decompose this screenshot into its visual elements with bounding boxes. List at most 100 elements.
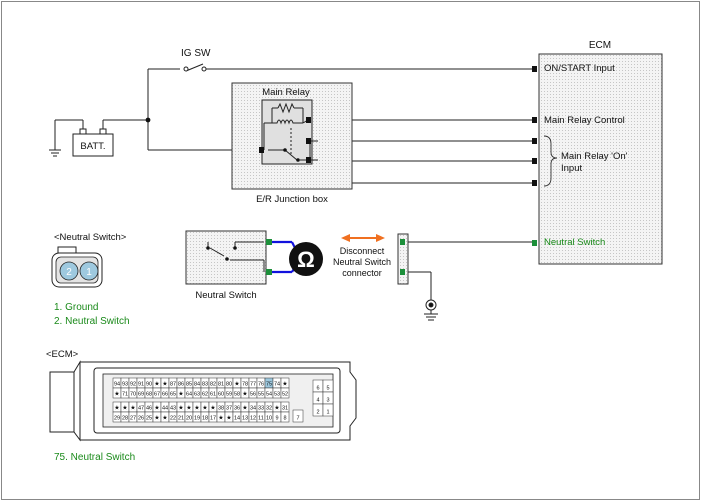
ecm-pin-label: 37 [226,406,232,412]
ecm-pin-label: 22 [170,416,176,422]
ohmmeter-icon: Ω [289,242,323,276]
ecm-pin-label: 69 [138,392,144,398]
ecm-pin-label: ★ [210,405,215,412]
ecm-connector-legend: 75. Neutral Switch [54,452,135,463]
ecm-pin-label: 31 [282,406,288,412]
ecm-pin-label: 77 [250,382,256,388]
relay-pin [306,117,311,123]
ecm-pin-label: 58 [234,392,240,398]
disconnect-arrow-icon [341,234,385,242]
main-relay [261,99,318,165]
ecm-pin-label: 85 [186,382,192,388]
ecm-pin-label: 52 [282,392,288,398]
ecm-pin-label: ★ [282,381,287,388]
ecm-pin-label: 33 [258,406,264,412]
ecm-pin-label: 28 [122,416,128,422]
main-relay-label: Main Relay [262,87,310,98]
ecm-pin-label: ★ [178,391,183,398]
ig-switch: IG SW [181,48,211,72]
ecm-pin-label: ★ [242,391,247,398]
neutral-connector-title: <Neutral Switch> [54,232,127,243]
relay-pin [306,157,311,163]
disconnect-label: Neutral Switch [333,257,391,267]
ecm-pin-label: 29 [114,416,120,422]
ecm-pin [532,138,537,144]
ecm-pin-label: 67 [154,392,160,398]
ecm-pin-label: ★ [194,405,199,412]
ecm-pin-label: ★ [186,405,191,412]
ecm-module: ECM ON/START Input Main Relay Control Ma… [532,40,663,265]
battery-ground-icon [49,149,61,157]
ecm-pin-cell [292,409,304,423]
ecm-pin-label: ★ [234,381,239,388]
ecm-pin-label: 20 [186,416,192,422]
harness-connector [397,233,409,285]
ecm-pin-label: 14 [234,416,240,422]
neutral-switch-pin [266,269,272,275]
ecm-pin-label: 92 [130,382,136,388]
ecm-pin-label: 6 [316,386,319,392]
ecm-title: ECM [589,40,611,51]
ecm-pin-label: 2 [316,410,319,416]
neutral-switch-connector-view: <Neutral Switch> 2 1 1. Ground 2. Neutra… [51,232,130,327]
ecm-pin-label: 8 [283,416,286,422]
ecm-pin-label: ★ [162,415,167,422]
ecm-pin-label: 12 [250,416,256,422]
ecm-pin [532,117,537,123]
junction-box: E/R Junction box Main Relay [231,82,353,205]
relay-pin [306,138,311,144]
ecm-pin-label: 10 [266,416,272,422]
ecm-pin-label: 25 [146,416,152,422]
ecm-pin-label: 54 [266,392,272,398]
ecm-pin-label: 46 [146,406,152,412]
ig-switch-label: IG SW [181,48,211,59]
ecm-pin-label: 94 [114,382,120,388]
ecm-pin-label: 74 [274,382,280,388]
ecm-pin-label: 9 [275,416,278,422]
ecm-pin-label: 47 [138,406,144,412]
neutral-connector-pin: 1 [86,267,92,278]
ecm-pin-label: 76 [258,382,264,388]
ecm-pin-label: 4 [316,398,319,404]
ecm-pin-label: 5 [326,386,329,392]
ecm-pin-label: 91 [138,382,144,388]
ecm-pin-cell [280,411,290,423]
ecm-pin [532,158,537,164]
neutral-switch-pin [266,239,272,245]
ecm-pin-label: ★ [226,415,231,422]
ecm-pin-label: 61 [210,392,216,398]
ecm-pin-label: 84 [194,382,200,388]
ecm-pin-label: 83 [202,382,208,388]
ecm-pin-label: 27 [130,416,136,422]
ecm-pin-label: 32 [266,406,272,412]
ecm-pin-label: 43 [170,406,176,412]
ecm-pin-label: 18 [202,416,208,422]
ecm-pin-label: 82 [210,382,216,388]
ecm-connector-title: <ECM> [46,349,79,360]
ecm-pin-label: 11 [258,416,264,422]
ground-icon [424,299,438,321]
ecm-pin-label: 56 [250,392,256,398]
battery: BATT. [72,119,114,157]
ecm-pin-label: 1 [326,410,329,416]
neutral-connector-legend: 2. Neutral Switch [54,316,130,327]
ecm-pin-cell [322,403,334,417]
ecm-pin-label: ★ [242,405,247,412]
neutral-switch-box-label: Neutral Switch [195,290,256,301]
ecm-pin-label: 19 [194,416,200,422]
ecm-pin-label: ★ [130,405,135,412]
ecm-pin-label: ★ [202,405,207,412]
ecm-pin-label: 59 [226,392,232,398]
ecm-pin-label: 71 [122,392,128,398]
ecm-pin-label: 17 [210,416,216,422]
ecm-pin-label: 65 [170,392,176,398]
ohmmeter-symbol: Ω [297,247,315,272]
ecm-pin-label: 63 [194,392,200,398]
ecm-pin-label: 93 [122,382,128,388]
junction-box-label: E/R Junction box [256,194,328,205]
disconnect-label: Disconnect [340,246,385,256]
ecm-pin-label: 44 [162,406,168,412]
battery-label: BATT. [80,141,105,152]
